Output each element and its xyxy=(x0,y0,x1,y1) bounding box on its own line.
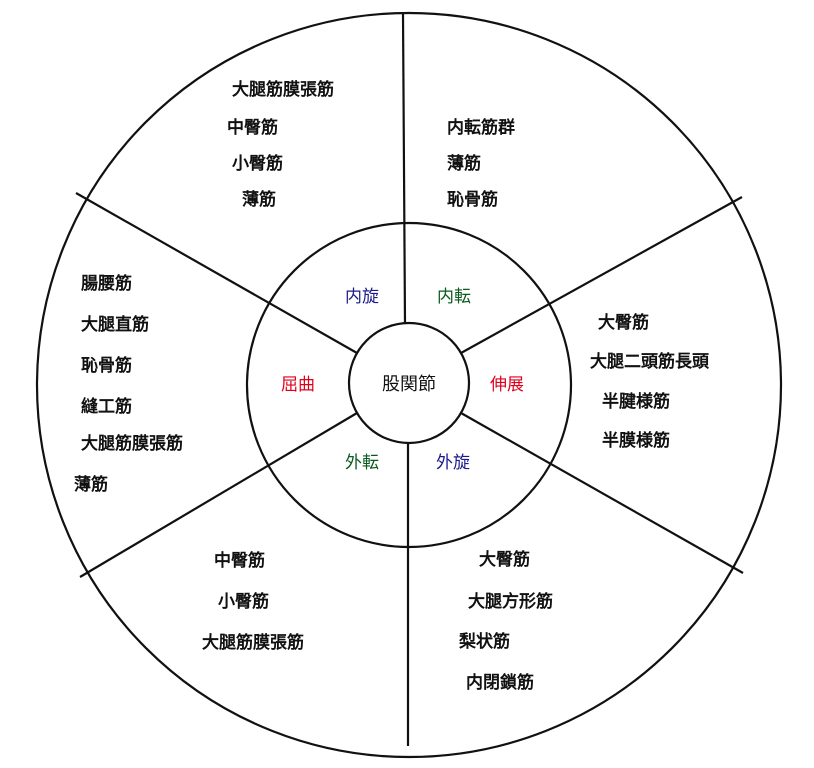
muscle-label: 薄筋 xyxy=(74,474,108,495)
muscle-label: 薄筋 xyxy=(447,153,481,174)
muscle-label: 大腿直筋 xyxy=(81,314,149,335)
muscle-label: 薄筋 xyxy=(242,189,276,210)
motion-external-rotation: 外旋 xyxy=(436,453,470,473)
muscle-label: 梨状筋 xyxy=(458,631,510,652)
muscle-label: 半膜様筋 xyxy=(602,430,670,451)
center-label: 股関節 xyxy=(382,374,436,395)
muscle-label: 縫工筋 xyxy=(81,396,132,417)
muscle-label: 大腿筋膜張筋 xyxy=(81,433,183,454)
divider-upper-right xyxy=(460,196,743,354)
muscle-label: 半腱様筋 xyxy=(602,391,670,412)
divider-lower-right xyxy=(460,412,744,574)
motion-abduction: 外転 xyxy=(345,453,379,473)
muscle-label: 中臀筋 xyxy=(214,550,265,571)
divider-lower-left xyxy=(79,412,358,578)
muscle-label: 大腿筋膜張筋 xyxy=(232,79,334,100)
muscle-label: 大腿二頭筋長頭 xyxy=(590,351,710,372)
muscle-label: 大腿筋膜張筋 xyxy=(202,632,304,653)
muscle-label: 大臀筋 xyxy=(479,549,530,570)
muscle-label: 内閉鎖筋 xyxy=(466,672,534,693)
motion-internal-rotation: 内旋 xyxy=(345,287,379,307)
muscle-label: 恥骨筋 xyxy=(81,355,132,376)
muscle-label: 内転筋群 xyxy=(447,117,515,138)
muscle-label: 恥骨筋 xyxy=(447,189,498,210)
muscle-label: 中臀筋 xyxy=(227,117,278,138)
motion-extension: 伸展 xyxy=(490,375,524,395)
muscle-label: 腸腰筋 xyxy=(81,273,132,294)
outer-ring xyxy=(35,11,783,759)
muscle-label: 大臀筋 xyxy=(598,312,649,333)
divider-top xyxy=(401,13,407,325)
muscle-label: 大腿方形筋 xyxy=(468,591,553,612)
muscle-label: 小臀筋 xyxy=(218,591,269,612)
muscle-label: 小臀筋 xyxy=(232,153,283,174)
divider-upper-left xyxy=(75,192,358,354)
motion-flexion: 屈曲 xyxy=(281,375,315,395)
motion-adduction: 内転 xyxy=(437,287,471,307)
